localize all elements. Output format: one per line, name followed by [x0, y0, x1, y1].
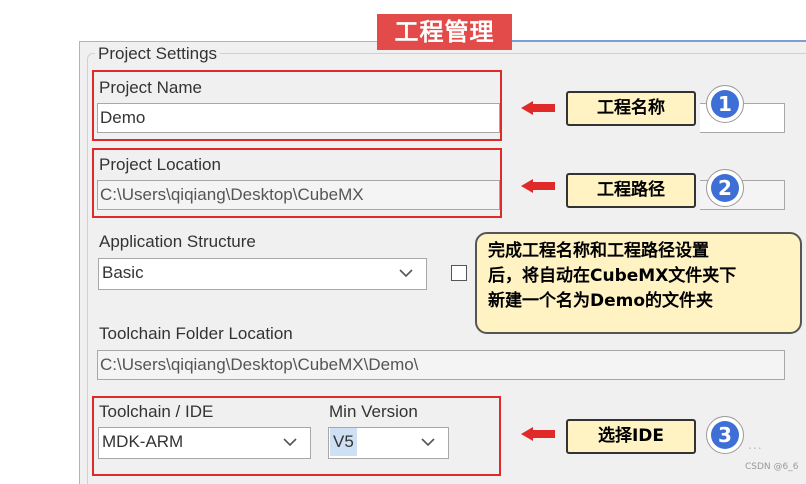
application-structure-select[interactable]: Basic [98, 258, 427, 290]
project-location-highlight [92, 148, 502, 218]
info-note: 完成工程名称和工程路径设置 后，将自动在CubeMX文件夹下 新建一个名为Dem… [475, 232, 802, 334]
annotation-callout-location: 工程路径 [566, 173, 696, 208]
step-badge-3: 3 [706, 416, 744, 454]
min-version-value: V5 [330, 428, 357, 456]
arrow-left-icon [521, 427, 555, 441]
annotation-callout-ide: 选择IDE [566, 419, 696, 454]
toolchain-ide-label: Toolchain / IDE [99, 402, 214, 421]
chevron-down-icon [399, 269, 413, 278]
project-settings-group [87, 53, 806, 484]
project-name-label: Project Name [99, 78, 202, 97]
toolchain-ide-value: MDK-ARM [102, 432, 184, 451]
project-settings-legend: Project Settings [95, 44, 221, 64]
step-badge-1: 1 [706, 85, 744, 123]
toolchain-folder-label: Toolchain Folder Location [99, 324, 293, 343]
application-structure-value: Basic [102, 263, 144, 282]
arrow-left-icon [521, 101, 555, 115]
note-line: 完成工程名称和工程路径设置 [488, 241, 709, 261]
arrow-left-icon [521, 179, 555, 193]
option-checkbox[interactable] [451, 265, 467, 281]
note-line: 后，将自动在CubeMX文件夹下 [488, 266, 737, 286]
project-location-label: Project Location [99, 155, 221, 174]
toolchain-highlight [92, 396, 501, 476]
application-structure-label: Application Structure [99, 232, 256, 251]
step-badge-2: 2 [706, 169, 744, 207]
min-version-select[interactable]: V5 [328, 427, 449, 459]
chevron-down-icon [421, 438, 435, 447]
note-line: 新建一个名为Demo的文件夹 [488, 291, 714, 311]
toolchain-ide-select[interactable]: MDK-ARM [98, 427, 311, 459]
watermark: CSDN @6_6 [745, 462, 799, 472]
chevron-down-icon [283, 438, 297, 447]
annotation-callout-name: 工程名称 [566, 91, 696, 126]
ellipsis-text: ... [748, 436, 763, 452]
min-version-label: Min Version [329, 402, 418, 421]
project-name-input[interactable]: Demo [97, 103, 500, 133]
toolchain-folder-input[interactable]: C:\Users\qiqiang\Desktop\CubeMX\Demo\ [97, 350, 785, 380]
project-location-input[interactable]: C:\Users\qiqiang\Desktop\CubeMX [97, 180, 500, 210]
project-name-highlight [92, 70, 502, 141]
title-banner: 工程管理 [377, 14, 512, 50]
panel-top-border [512, 40, 806, 42]
